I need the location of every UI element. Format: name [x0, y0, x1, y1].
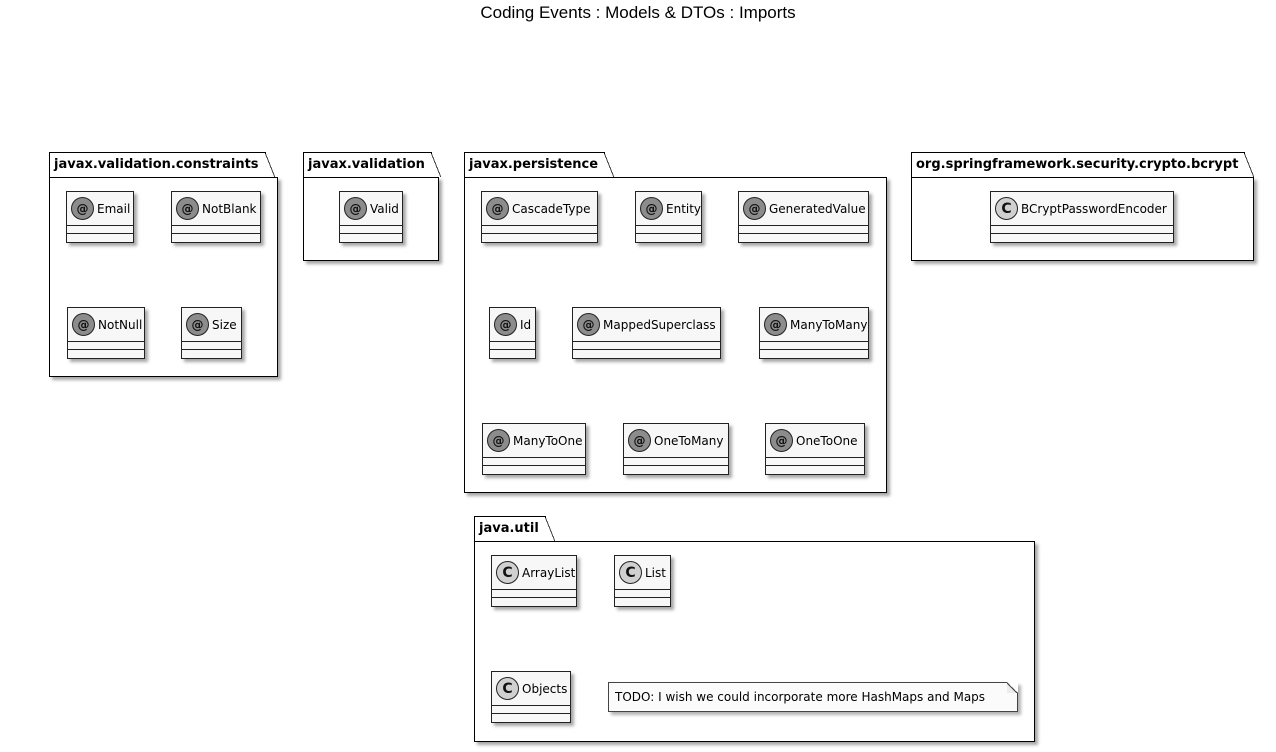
annotation-icon: @ [71, 197, 94, 220]
annotation-manytoone[interactable]: @ManyToOne [482, 423, 586, 475]
package-name: javax.validation [303, 151, 441, 177]
package-org-springframework-security-crypto-bcrypt: org.springframework.security.crypto.bcry… [911, 151, 1255, 261]
annotation-icon: @ [770, 429, 793, 452]
annotation-notnull[interactable]: @NotNull [67, 307, 145, 359]
annotation-icon: @ [743, 197, 766, 220]
annotation-icon: @ [628, 429, 651, 452]
package-javax-validation: javax.validation @Valid [303, 151, 441, 261]
annotation-icon: @ [577, 313, 600, 336]
class-icon: C [496, 561, 519, 584]
annotation-cascadetype[interactable]: @CascadeType [481, 191, 598, 243]
annotation-notblank[interactable]: @NotBlank [171, 191, 261, 243]
annotation-onetomany[interactable]: @OneToMany [623, 423, 729, 475]
package-name: javax.persistence [464, 151, 615, 177]
annotation-manytomany[interactable]: @ManyToMany [759, 307, 869, 359]
annotation-mappedsuperclass[interactable]: @MappedSuperclass [572, 307, 721, 359]
annotation-generatedvalue[interactable]: @GeneratedValue [738, 191, 869, 243]
annotation-id[interactable]: @Id [489, 307, 536, 359]
annotation-email[interactable]: @Email [66, 191, 134, 243]
package-name: javax.validation.constraints [49, 151, 275, 177]
diagram-title: Coding Events : Models & DTOs : Imports [480, 3, 796, 22]
package-javax-persistence: javax.persistence @CascadeType @Entity @… [464, 151, 887, 493]
annotation-icon: @ [494, 313, 517, 336]
annotation-icon: @ [764, 313, 787, 336]
annotation-icon: @ [344, 197, 367, 220]
annotation-onetoone[interactable]: @OneToOne [765, 423, 865, 475]
package-name: java.util [474, 515, 555, 541]
annotation-icon: @ [640, 197, 663, 220]
annotation-size[interactable]: @Size [181, 307, 242, 359]
annotation-icon: @ [486, 197, 509, 220]
package-javax-validation-constraints: javax.validation.constraints @Email @Not… [49, 151, 278, 377]
class-icon: C [995, 197, 1018, 220]
annotation-icon: @ [186, 313, 209, 336]
annotation-icon: @ [487, 429, 510, 452]
annotation-icon: @ [72, 313, 95, 336]
todo-note: TODO: I wish we could incorporate more H… [608, 682, 1018, 712]
annotation-icon: @ [176, 197, 199, 220]
annotation-valid[interactable]: @Valid [339, 191, 403, 243]
class-icon: C [496, 677, 519, 700]
class-icon: C [619, 561, 642, 584]
annotation-entity[interactable]: @Entity [635, 191, 702, 243]
package-name: org.springframework.security.crypto.bcry… [911, 151, 1255, 177]
